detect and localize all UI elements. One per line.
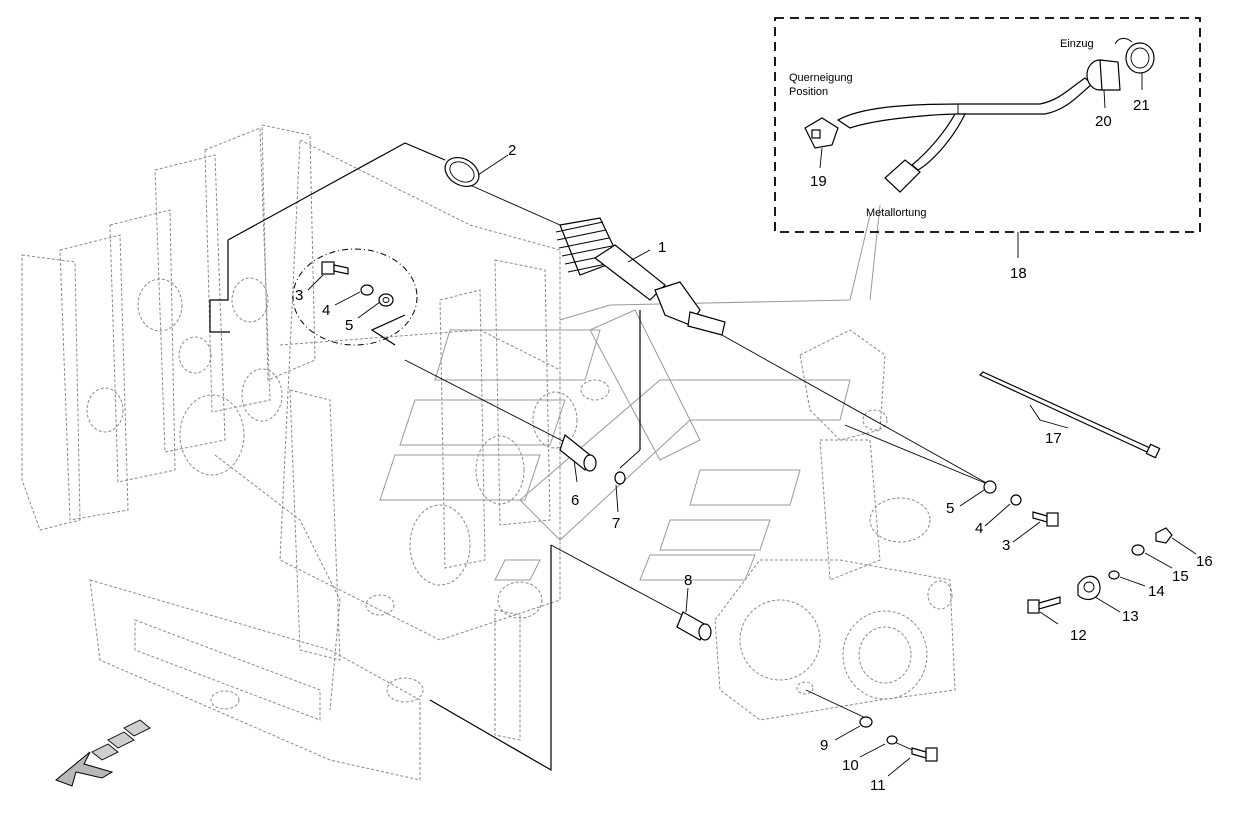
label-einzug: Einzug bbox=[1060, 38, 1094, 50]
background-logo-outline bbox=[379, 309, 851, 581]
inset-guide-lines bbox=[559, 204, 881, 321]
hose-clamp-part-2 bbox=[444, 156, 480, 188]
callout-2: 2 bbox=[508, 142, 516, 159]
washer-part-4-upper bbox=[360, 284, 374, 296]
assembly-lines bbox=[209, 142, 991, 772]
callout-13: 13 bbox=[1122, 608, 1139, 625]
callout-17: 17 bbox=[1045, 430, 1062, 447]
callout-6: 6 bbox=[571, 492, 579, 509]
washer-part-15 bbox=[1131, 544, 1145, 556]
callout-20: 20 bbox=[1095, 113, 1112, 130]
callout-10: 10 bbox=[842, 757, 859, 774]
direction-arrow-icon bbox=[55, 719, 151, 787]
detail-circle bbox=[292, 248, 418, 346]
washer-part-5-upper bbox=[378, 293, 394, 307]
metal-detector-connector bbox=[884, 159, 921, 193]
bolt-part-3-lower bbox=[1032, 511, 1059, 527]
callout-14: 14 bbox=[1148, 583, 1165, 600]
bolt-part-12 bbox=[1027, 596, 1061, 614]
callout-5-lower: 5 bbox=[946, 500, 954, 517]
label-querneigung: Querneigung bbox=[789, 72, 853, 84]
callout-3-lower: 3 bbox=[1002, 537, 1010, 554]
sleeve-part-6 bbox=[559, 433, 597, 472]
washer-hole bbox=[382, 297, 390, 303]
label-position: Position bbox=[789, 86, 828, 98]
callout-18: 18 bbox=[1010, 265, 1027, 282]
connector-part-20 bbox=[1086, 59, 1121, 91]
callout-5-upper: 5 bbox=[345, 317, 353, 334]
callout-11: 11 bbox=[870, 777, 886, 794]
washer-part-7 bbox=[614, 471, 626, 485]
washer-part-5-lower bbox=[983, 480, 997, 494]
callout-8: 8 bbox=[684, 572, 692, 589]
callout-1: 1 bbox=[658, 239, 666, 256]
machine-frame-outline bbox=[21, 124, 956, 781]
sensor-shaft-part-1 bbox=[555, 217, 726, 336]
cap-part-21 bbox=[1114, 37, 1155, 74]
callout-leaders bbox=[307, 73, 1197, 777]
callout-4-upper: 4 bbox=[322, 302, 330, 319]
callout-15: 15 bbox=[1172, 568, 1189, 585]
cable-tie-part-17 bbox=[978, 371, 1161, 459]
callout-21: 21 bbox=[1133, 97, 1150, 114]
washer-part-10 bbox=[886, 735, 898, 745]
callout-3-upper: 3 bbox=[295, 287, 303, 304]
washer-part-14 bbox=[1108, 570, 1120, 580]
washer-part-9 bbox=[859, 716, 873, 728]
wiring-harness bbox=[836, 77, 1093, 171]
p-clamp-part-13 bbox=[1077, 575, 1101, 601]
nut-part-16 bbox=[1155, 527, 1173, 544]
callout-12: 12 bbox=[1070, 627, 1087, 644]
callout-labels: 1 2 3 4 5 6 7 8 9 10 11 12 13 14 15 16 1… bbox=[295, 97, 1213, 794]
callout-9: 9 bbox=[820, 737, 828, 754]
sleeve-part-8 bbox=[676, 611, 712, 641]
label-metallortung: Metallortung bbox=[866, 207, 927, 219]
callout-19: 19 bbox=[810, 173, 827, 190]
connector-part-19 bbox=[804, 117, 839, 149]
bolt-part-3-upper bbox=[321, 261, 349, 275]
washer-part-4-lower bbox=[1010, 494, 1022, 506]
inset-labels: Querneigung Position Einzug Metallortung bbox=[789, 38, 1094, 219]
callout-4-lower: 4 bbox=[975, 520, 983, 537]
callout-16: 16 bbox=[1196, 553, 1213, 570]
bolt-part-11 bbox=[911, 747, 938, 762]
callout-7: 7 bbox=[612, 515, 620, 532]
harness-inset-box bbox=[774, 17, 1201, 233]
